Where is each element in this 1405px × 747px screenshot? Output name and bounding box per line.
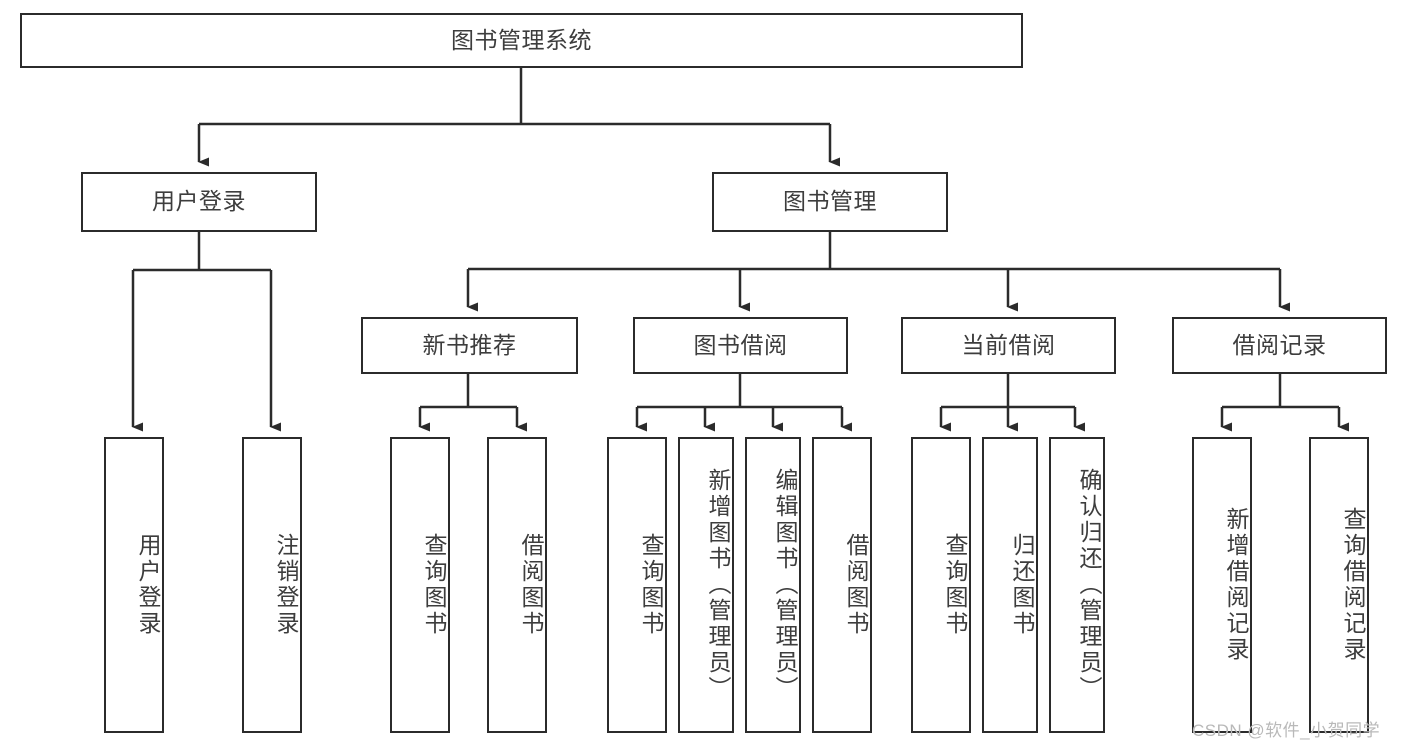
leaf-add-borrow-record[interactable]: 新增借阅记录 bbox=[1192, 437, 1252, 733]
node-label: 用户登录 bbox=[135, 533, 161, 637]
node-borrow-records[interactable]: 借阅记录 bbox=[1172, 317, 1387, 374]
node-current-borrow[interactable]: 当前借阅 bbox=[901, 317, 1116, 374]
node-label: 借阅图书 bbox=[518, 533, 544, 637]
leaf-query-book-newbook[interactable]: 查询图书 bbox=[390, 437, 450, 733]
leaf-confirm-return-admin[interactable]: 确认归还（管理员） bbox=[1049, 437, 1105, 733]
leaf-borrow-book-newbook[interactable]: 借阅图书 bbox=[487, 437, 547, 733]
leaf-return-book[interactable]: 归还图书 bbox=[982, 437, 1038, 733]
node-label: 图书管理 bbox=[783, 188, 877, 215]
node-new-book-recommend[interactable]: 新书推荐 bbox=[361, 317, 578, 374]
leaf-logout[interactable]: 注销登录 bbox=[242, 437, 302, 733]
node-label: 查询图书 bbox=[942, 533, 968, 637]
node-book-management[interactable]: 图书管理 bbox=[712, 172, 948, 232]
leaf-user-login[interactable]: 用户登录 bbox=[104, 437, 164, 733]
leaf-borrow-book-borrow[interactable]: 借阅图书 bbox=[812, 437, 872, 733]
leaf-query-book-borrow[interactable]: 查询图书 bbox=[607, 437, 667, 733]
node-label: 确认归还（管理员） bbox=[1076, 468, 1102, 702]
node-label: 新增图书（管理员） bbox=[705, 468, 731, 702]
node-label: 当前借阅 bbox=[961, 331, 1056, 358]
node-label: 注销登录 bbox=[273, 533, 299, 637]
node-label: 借阅记录 bbox=[1232, 331, 1327, 358]
node-book-borrow[interactable]: 图书借阅 bbox=[633, 317, 848, 374]
node-label: 借阅图书 bbox=[843, 533, 869, 637]
node-label: 图书借阅 bbox=[693, 331, 788, 358]
node-label: 图书管理系统 bbox=[451, 26, 592, 53]
node-label: 编辑图书（管理员） bbox=[772, 468, 798, 702]
node-label: 用户登录 bbox=[152, 188, 246, 215]
node-label: 归还图书 bbox=[1009, 533, 1035, 637]
leaf-query-borrow-record[interactable]: 查询借阅记录 bbox=[1309, 437, 1369, 733]
leaf-query-book-current[interactable]: 查询图书 bbox=[911, 437, 971, 733]
csdn-watermark: CSDN @软件_小贺同学 bbox=[1192, 721, 1381, 740]
node-label: 新增借阅记录 bbox=[1223, 507, 1249, 663]
node-user-login[interactable]: 用户登录 bbox=[81, 172, 317, 232]
leaf-edit-book-admin[interactable]: 编辑图书（管理员） bbox=[745, 437, 801, 733]
node-label: 新书推荐 bbox=[422, 331, 517, 358]
node-label: 查询图书 bbox=[638, 533, 664, 637]
node-label: 查询借阅记录 bbox=[1340, 507, 1366, 663]
node-root-library-system[interactable]: 图书管理系统 bbox=[20, 13, 1023, 68]
leaf-add-book-admin[interactable]: 新增图书（管理员） bbox=[678, 437, 734, 733]
node-label: 查询图书 bbox=[421, 533, 447, 637]
